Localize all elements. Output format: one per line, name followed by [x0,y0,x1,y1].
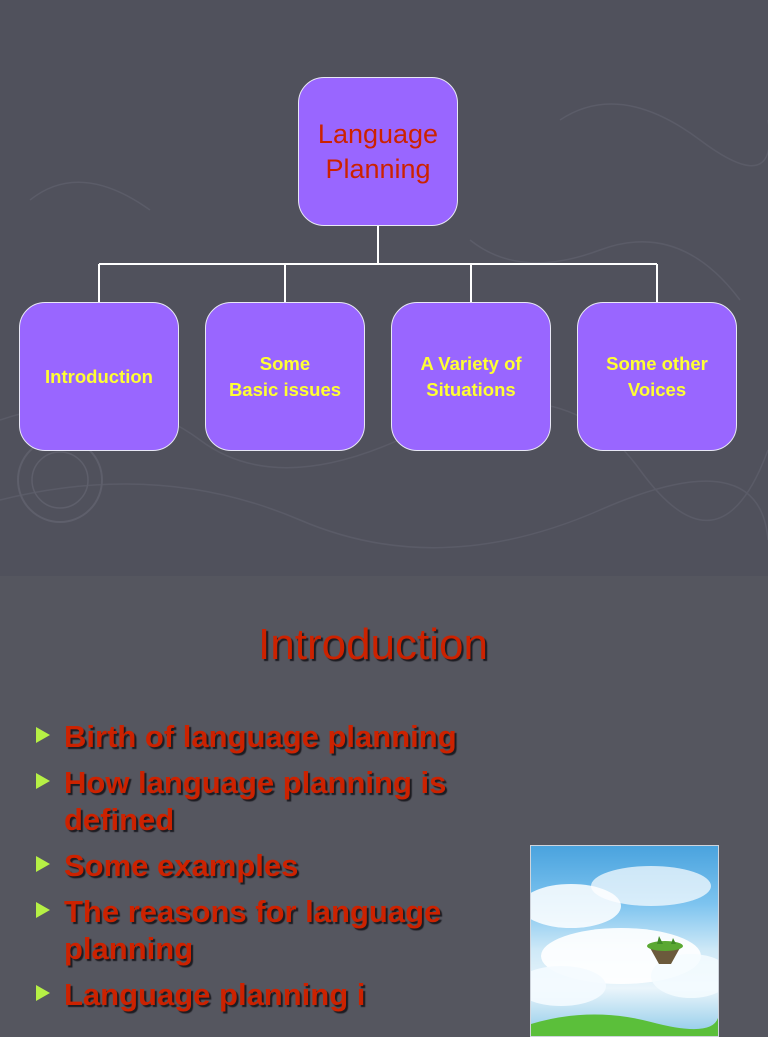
node-label: Introduction [45,365,153,387]
bullet-text: Language planning i [64,977,366,1012]
list-item: Language planning i [34,976,474,1013]
list-item: Birth of language planning [34,718,474,755]
list-item: The reasons for language planning [34,893,474,967]
chart-root-node: Language Planning [298,77,458,226]
floating-island-picture [531,866,718,1036]
chart-connectors [98,226,658,302]
slide-title: Introduction [258,620,488,669]
bullet-text: The reasons for language planning [64,894,442,966]
triangle-arrow-bullet-icon [36,727,50,743]
slide-language-planning-chart: Language Planning Introduction Some Basi… [0,77,768,549]
triangle-arrow-bullet-icon [36,902,50,918]
triangle-arrow-bullet-icon [36,773,50,789]
bullet-text: Some examples [64,848,299,883]
list-item: Some examples [34,847,474,884]
root-node-label: Language Planning [317,118,439,184]
node-label: A Variety of Situations [420,352,522,400]
node-label: Some other Voices [606,352,708,400]
chart-node-variety-of-situations: A Variety of Situations [391,302,551,451]
bullet-list: Birth of language planning How language … [34,718,474,1022]
bullet-text: How language planning is defined [64,765,447,837]
triangle-arrow-bullet-icon [36,856,50,872]
bullet-text: Birth of language planning [64,719,457,754]
node-label: Some Basic issues [228,352,342,400]
chart-node-introduction: Introduction [19,302,179,451]
sky-floating-island-image [530,845,719,1037]
list-item: How language planning is defined [34,764,474,838]
triangle-arrow-bullet-icon [36,985,50,1001]
chart-node-other-voices: Some other Voices [577,302,737,451]
chart-node-basic-issues: Some Basic issues [205,302,365,451]
